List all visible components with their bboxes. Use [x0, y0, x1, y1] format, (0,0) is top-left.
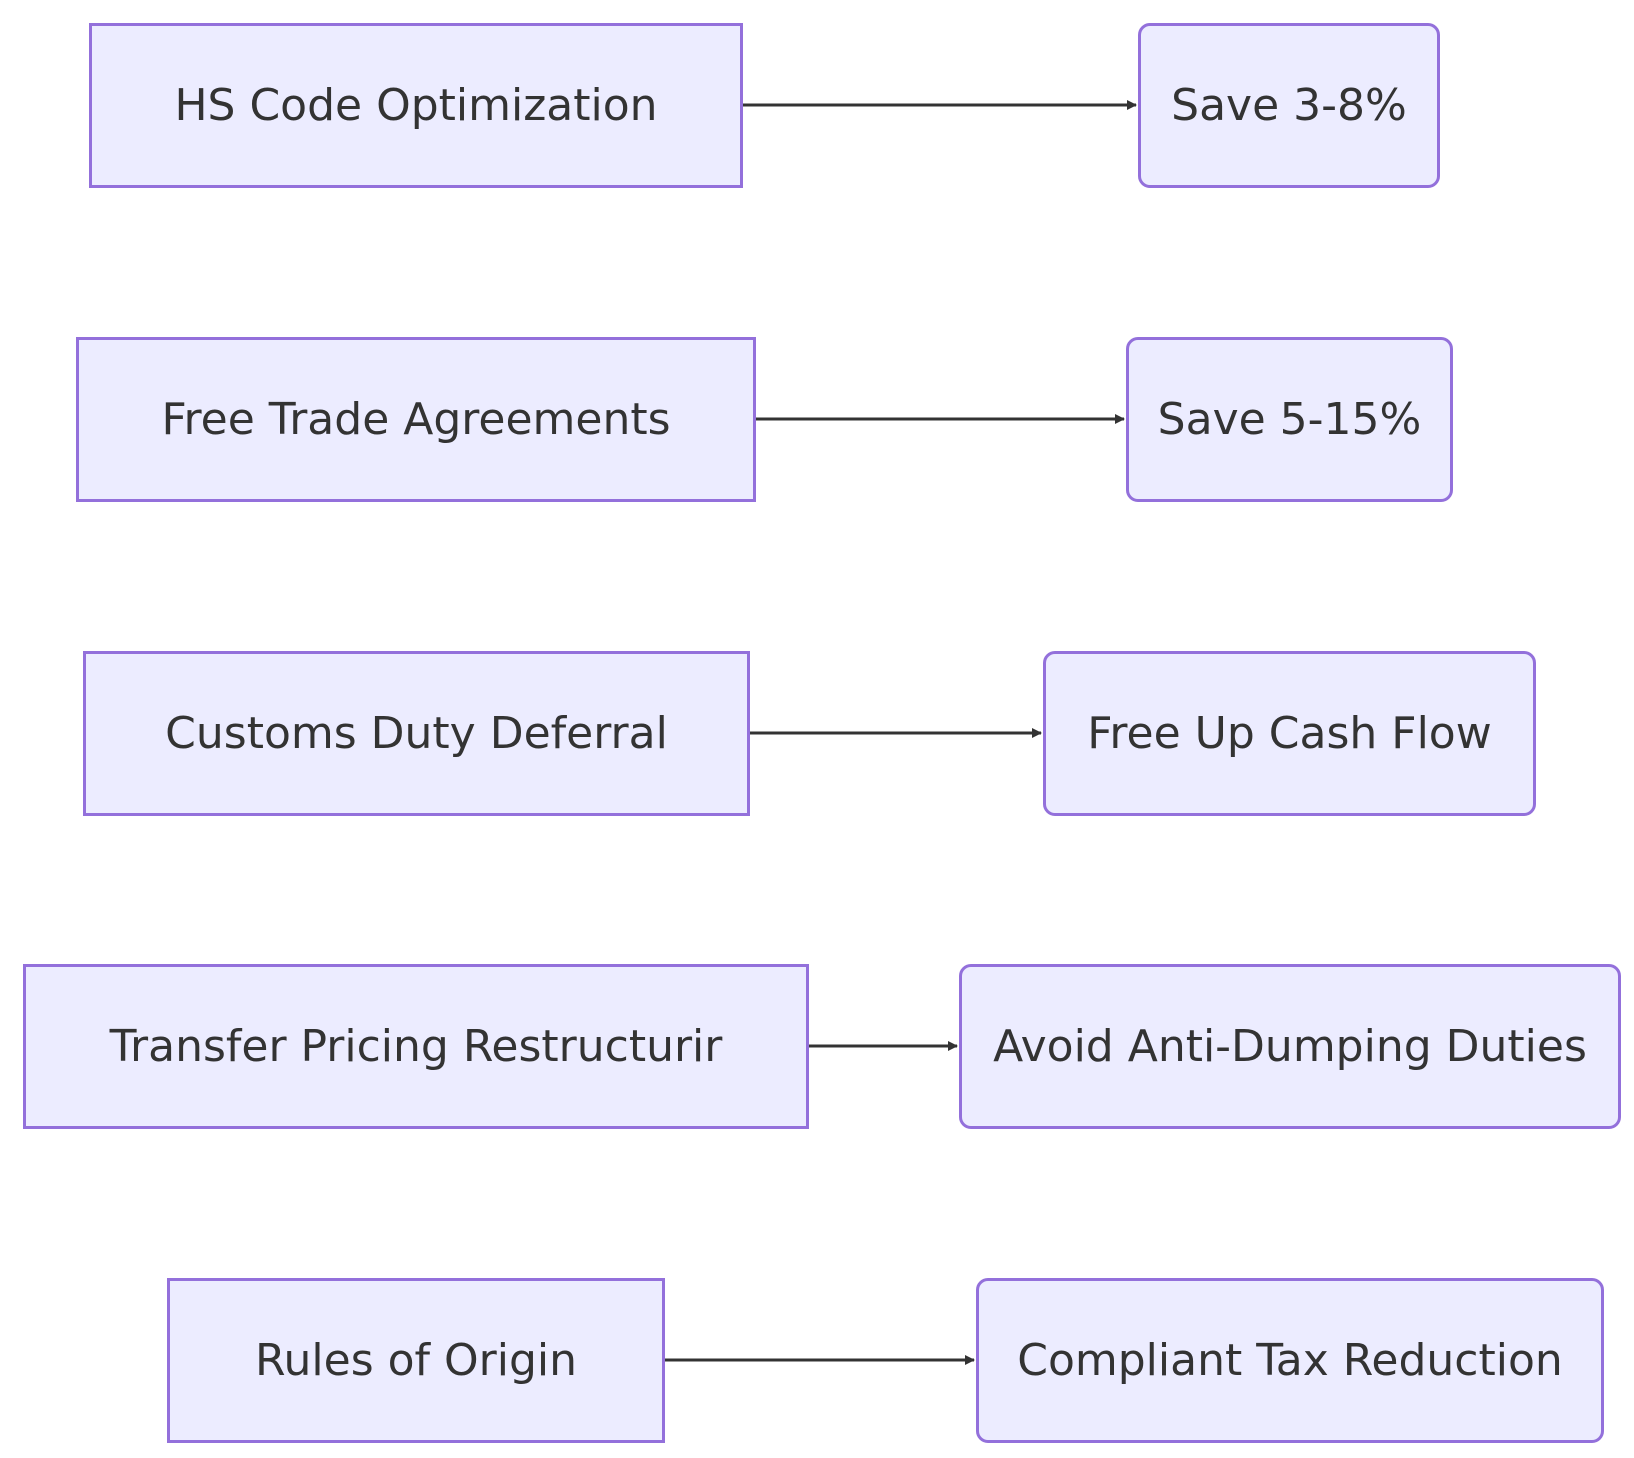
node-label: Transfer Pricing Restructurir — [109, 1021, 723, 1072]
node-transfer-pricing-restructuring: Transfer Pricing Restructurir — [23, 964, 809, 1129]
node-label: HS Code Optimization — [174, 80, 658, 131]
node-label: Rules of Origin — [254, 1335, 578, 1386]
node-rules-of-origin: Rules of Origin — [167, 1278, 665, 1443]
node-label: Save 5-15% — [1157, 394, 1422, 445]
node-customs-duty-deferral: Customs Duty Deferral — [83, 651, 750, 816]
node-save-5-15: Save 5-15% — [1126, 337, 1453, 502]
node-avoid-anti-dumping-duties: Avoid Anti-Dumping Duties — [959, 964, 1621, 1129]
node-label: Free Trade Agreements — [161, 394, 671, 445]
node-label: Customs Duty Deferral — [165, 708, 668, 759]
node-label: Avoid Anti-Dumping Duties — [993, 1021, 1587, 1072]
node-hs-code-optimization: HS Code Optimization — [89, 23, 743, 188]
node-label: Save 3-8% — [1171, 80, 1407, 131]
node-label: Free Up Cash Flow — [1087, 708, 1492, 759]
node-free-trade-agreements: Free Trade Agreements — [76, 337, 756, 502]
node-label: Compliant Tax Reduction — [1017, 1335, 1563, 1386]
node-free-up-cash-flow: Free Up Cash Flow — [1043, 651, 1536, 816]
node-compliant-tax-reduction: Compliant Tax Reduction — [976, 1278, 1604, 1443]
node-save-3-8: Save 3-8% — [1138, 23, 1440, 188]
